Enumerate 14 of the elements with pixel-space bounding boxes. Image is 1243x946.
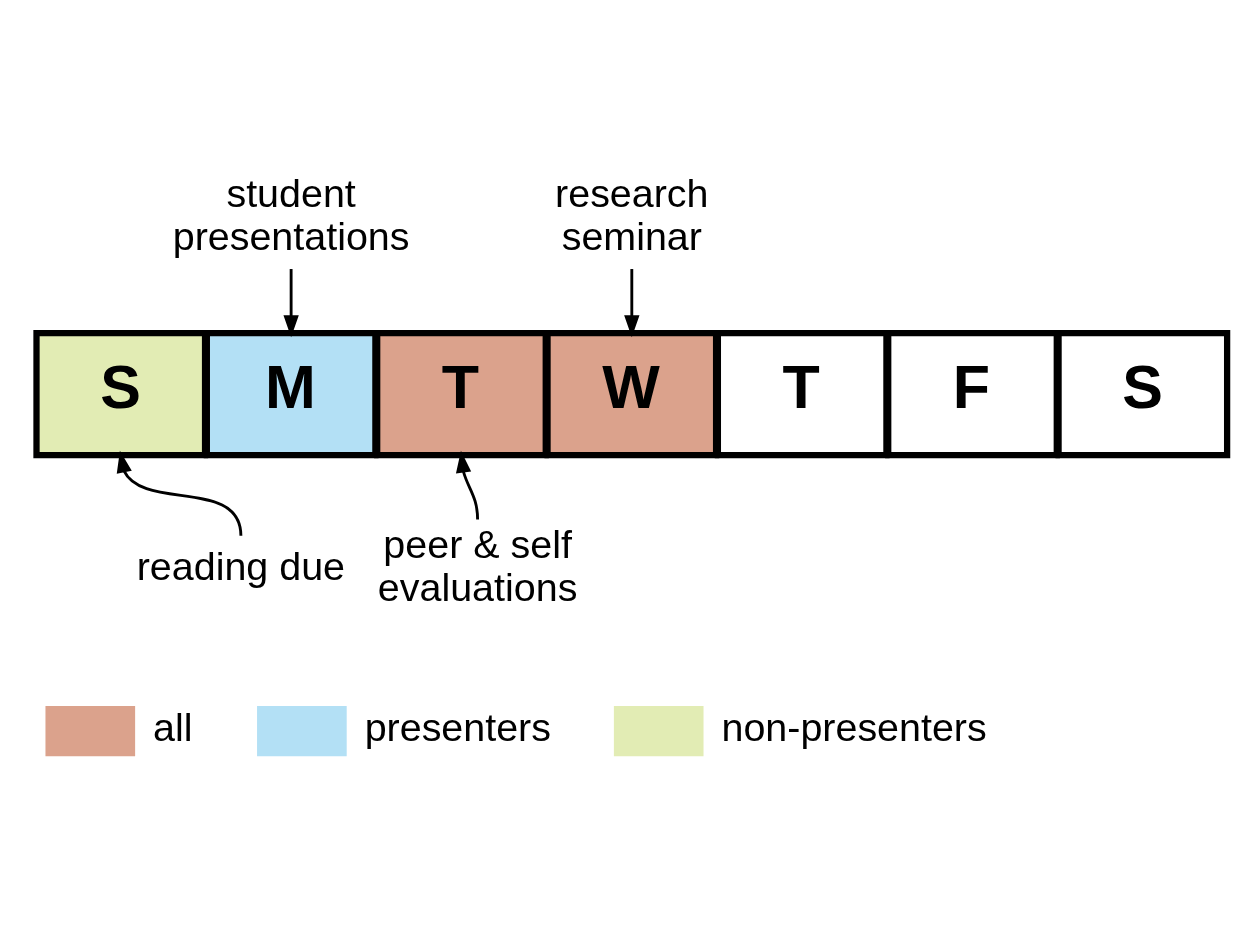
node-box: T: [374, 330, 549, 459]
legend-label: non-presenters: [721, 705, 987, 750]
legend-label: presenters: [364, 705, 551, 750]
node-text: peer & self evaluations: [377, 522, 578, 610]
arrow: [624, 269, 640, 338]
legend-label: all: [153, 705, 193, 750]
node-text: student presentations: [172, 170, 410, 258]
arrow: [455, 450, 480, 520]
node-box: S: [33, 330, 209, 459]
node-text: reading due: [136, 543, 346, 588]
node-text: research seminar: [555, 170, 709, 258]
arrow: [116, 450, 243, 536]
arrow: [283, 269, 299, 338]
node-box: S: [1055, 330, 1231, 459]
